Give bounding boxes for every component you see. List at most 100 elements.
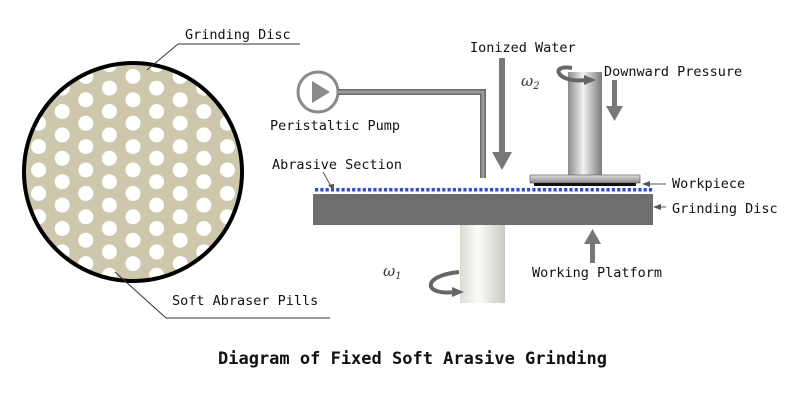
pill (172, 162, 188, 178)
pill (31, 139, 47, 155)
arrow-icon (653, 204, 661, 210)
rotation-arrowhead-icon (584, 75, 596, 85)
pill (101, 127, 117, 143)
abrasive-dot (537, 188, 541, 192)
working-platform-arrow-icon (584, 229, 601, 263)
pill (196, 197, 212, 213)
pill (125, 92, 141, 108)
abrasive-dot (558, 188, 562, 192)
pill (219, 139, 235, 155)
abrasive-dot (511, 188, 515, 192)
label-soft-abraser-pills: Soft Abraser Pills (172, 293, 318, 309)
abrasive-dot (580, 188, 584, 192)
abrasive-dot (542, 188, 547, 192)
pill (125, 185, 141, 201)
pill (101, 80, 117, 96)
abrasive-dot (352, 188, 356, 192)
abrasive-dot (495, 188, 499, 192)
pill (196, 150, 212, 166)
abrasive-dot (373, 188, 377, 192)
abrasive-dot (346, 188, 350, 192)
abrasive-dot (638, 188, 642, 192)
omega2-symbol: ω2 (521, 72, 540, 92)
pill (149, 150, 165, 166)
pill (172, 115, 188, 131)
rotation-arrow-icon (556, 65, 587, 83)
abrasive-dot (532, 188, 536, 192)
upper-spindle (568, 72, 602, 176)
pill (31, 185, 47, 201)
abrasive-dot (611, 188, 615, 192)
abrasive-dot (648, 188, 653, 192)
grinding-disc-top-view (22, 61, 244, 283)
abrasive-dot (474, 188, 478, 192)
pill (54, 197, 70, 213)
abrasive-dot (320, 188, 324, 192)
pill (78, 115, 94, 131)
abrasive-dot (389, 188, 393, 192)
abrasive-dot (315, 188, 319, 192)
abrasive-section (315, 188, 653, 192)
abrasive-dot (436, 188, 441, 192)
abrasive-dot (458, 188, 462, 192)
abrasive-dot (452, 188, 456, 192)
abrasive-dot (553, 188, 557, 192)
abrasive-dot (548, 188, 552, 192)
pill (149, 80, 165, 96)
pill (172, 139, 188, 155)
abrasive-dot (590, 188, 594, 192)
pill (78, 209, 94, 225)
rotation-arrow-icon (428, 270, 460, 295)
label-grinding-disc-side: Grinding Disc (672, 201, 778, 217)
pill (101, 244, 117, 260)
abrasive-dot (569, 188, 573, 192)
arrow-icon (642, 181, 650, 187)
abrasive-dot (325, 188, 329, 192)
pill (196, 104, 212, 119)
peristaltic-pump-icon (296, 70, 340, 114)
pill (101, 150, 117, 166)
abrasive-dot (336, 188, 340, 192)
pill (101, 197, 117, 213)
pill (31, 162, 47, 178)
pill (196, 174, 212, 190)
abrasive-dot (394, 188, 398, 192)
pill (149, 104, 165, 119)
pill (125, 68, 141, 84)
label-grinding-disc-top: Grinding Disc (185, 27, 291, 43)
label-peristaltic-pump: Peristaltic Pump (270, 118, 400, 134)
abrasive-dot (405, 188, 409, 192)
abrasive-dot (357, 188, 361, 192)
pill (172, 185, 188, 201)
pill (125, 232, 141, 248)
label-abrasive-section: Abrasive Section (272, 157, 402, 173)
abrasive-dot (421, 188, 425, 192)
pill (54, 174, 70, 190)
pill (101, 104, 117, 119)
abrasive-dot (516, 188, 520, 192)
abrasive-dot (643, 188, 647, 192)
abrasive-dot (410, 188, 414, 192)
pill (219, 162, 235, 178)
pill (125, 162, 141, 178)
pill (149, 221, 165, 236)
pill (78, 162, 94, 178)
pill (149, 174, 165, 190)
abrasive-dot (468, 188, 472, 192)
abrasive-dot (489, 188, 494, 192)
workpiece (534, 183, 636, 186)
pill (125, 139, 141, 155)
abrasive-dot (500, 188, 504, 192)
pill (78, 92, 94, 108)
pill (78, 232, 94, 248)
pill (78, 139, 94, 155)
lower-spindle (460, 225, 505, 303)
abrasive-dot (617, 188, 621, 192)
abrasive-dot (447, 188, 451, 192)
abrasive-dot (431, 188, 435, 192)
pill (149, 127, 165, 143)
ionized-water-arrow-icon (492, 58, 512, 170)
abrasive-dot (622, 188, 626, 192)
